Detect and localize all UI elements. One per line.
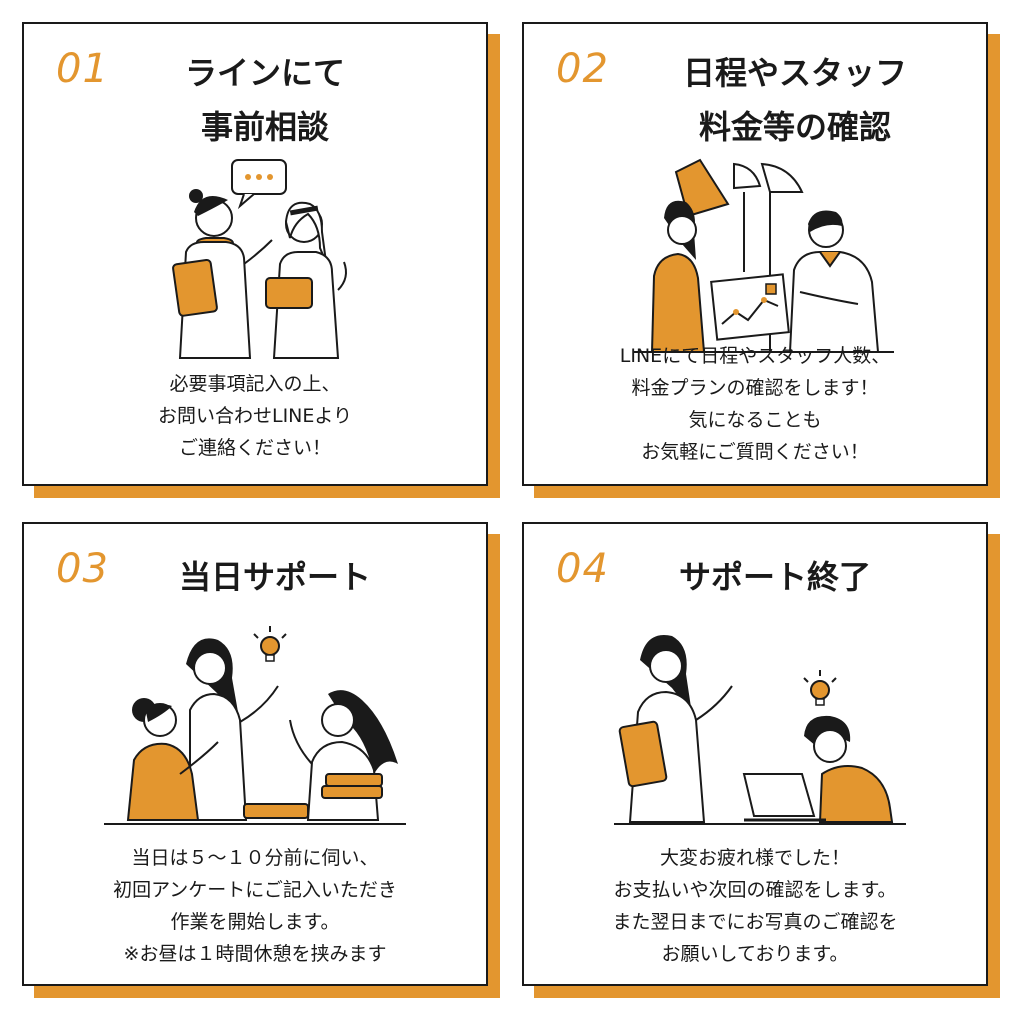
step-number: 04: [556, 546, 609, 592]
step-number: 03: [56, 546, 109, 592]
step-title: ラインにて 事前相談: [184, 54, 345, 146]
step-number: 02: [556, 46, 609, 92]
card-body: 04 サポート終了 大変お疲れ様でした！: [522, 522, 988, 986]
step-title: サポート終了: [678, 558, 871, 596]
step-card-01: 01 ラインにて 事前相談 必要事項記入の上、: [22, 22, 500, 498]
step-card-02: 02 日程やスタッフ 料金等の確認: [522, 22, 1000, 498]
step-description: 大変お疲れ様でした！ お支払いや次回の確認をします。 また翌日までにお写真のご確…: [612, 847, 898, 965]
step-description: LINEにて日程やスタッフ人数、 料金プランの確認をします！ 気になることも お…: [619, 345, 891, 463]
card-body: 03 当日サポート: [22, 522, 488, 986]
consultation-illustration: [172, 159, 347, 359]
step-card-04: 04 サポート終了 大変お疲れ様でした！: [522, 522, 1000, 998]
support-day-illustration: [104, 626, 406, 825]
step-number: 01: [56, 46, 109, 92]
schedule-check-illustration: [634, 158, 894, 353]
step-title: 当日サポート: [178, 558, 371, 596]
step-description: 当日は５〜１０分前に伺い、 初回アンケートにご記入いただき 作業を開始します。 …: [113, 847, 397, 965]
step-title: 日程やスタッフ 料金等の確認: [682, 54, 907, 146]
support-complete-illustration: [614, 635, 906, 825]
step-card-03: 03 当日サポート: [22, 522, 500, 998]
step-description: 必要事項記入の上、 お問い合わせLINEより ご連絡ください！: [157, 373, 353, 459]
card-body: 02 日程やスタッフ 料金等の確認: [522, 22, 988, 486]
card-body: 01 ラインにて 事前相談 必要事項記入の上、: [22, 22, 488, 486]
